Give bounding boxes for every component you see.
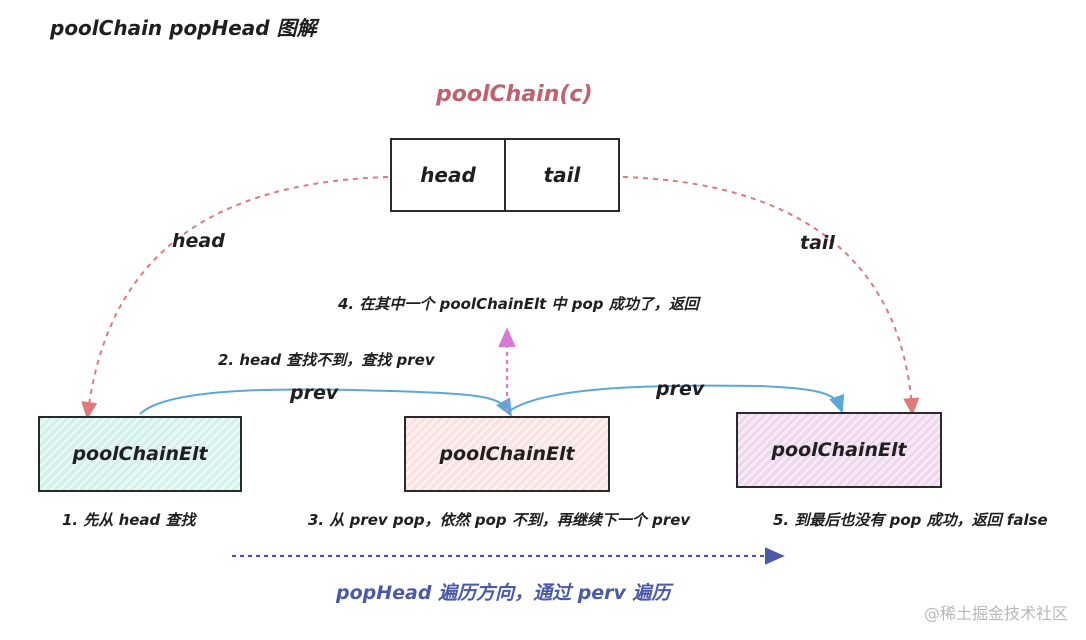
pool-chain-elt-2-label: poolChainElt [439,443,575,465]
step-3-note: 3. 从 prev pop，依然 pop 不到，再继续下一个 prev [308,511,691,529]
traversal-direction-label: popHead 遍历方向，通过 perv 遍历 [336,582,671,604]
prev-link-arrow-2 [507,384,845,414]
step-1-note: 1. 先从 head 查找 [62,511,196,529]
pool-chain-elt-1: poolChainElt [38,416,242,492]
pool-chain-elt-2: poolChainElt [404,416,610,492]
pool-chain-title: poolChain(c) [436,82,593,107]
prev-label-1: prev [290,382,339,404]
prev-label-2: prev [656,378,705,400]
pool-chain-elt-1-label: poolChainElt [72,443,208,465]
pool-chain-elt-3: poolChainElt [736,412,942,488]
chain-tail-cell: tail [504,140,618,210]
chain-head-cell: head [420,163,476,187]
step-4-note: 4. 在其中一个 poolChainElt 中 pop 成功了，返回 [338,295,699,313]
head-pointer-arrow [81,176,389,420]
step-2-note: 2. head 查找不到，查找 prev [218,351,435,369]
watermark: @稀土掘金技术社区 [923,604,1068,623]
prev-link-arrow-1 [139,388,512,417]
pool-chain-box: head tail [390,138,620,212]
tail-pointer-label: tail [800,232,835,254]
head-pointer-label: head [172,230,225,252]
tail-pointer-arrow [622,176,920,416]
step-5-note: 5. 到最后也没有 pop 成功，返回 false [773,511,1048,529]
diagram-title: poolChain popHead 图解 [50,16,317,40]
pool-chain-elt-3-label: poolChainElt [771,439,907,461]
